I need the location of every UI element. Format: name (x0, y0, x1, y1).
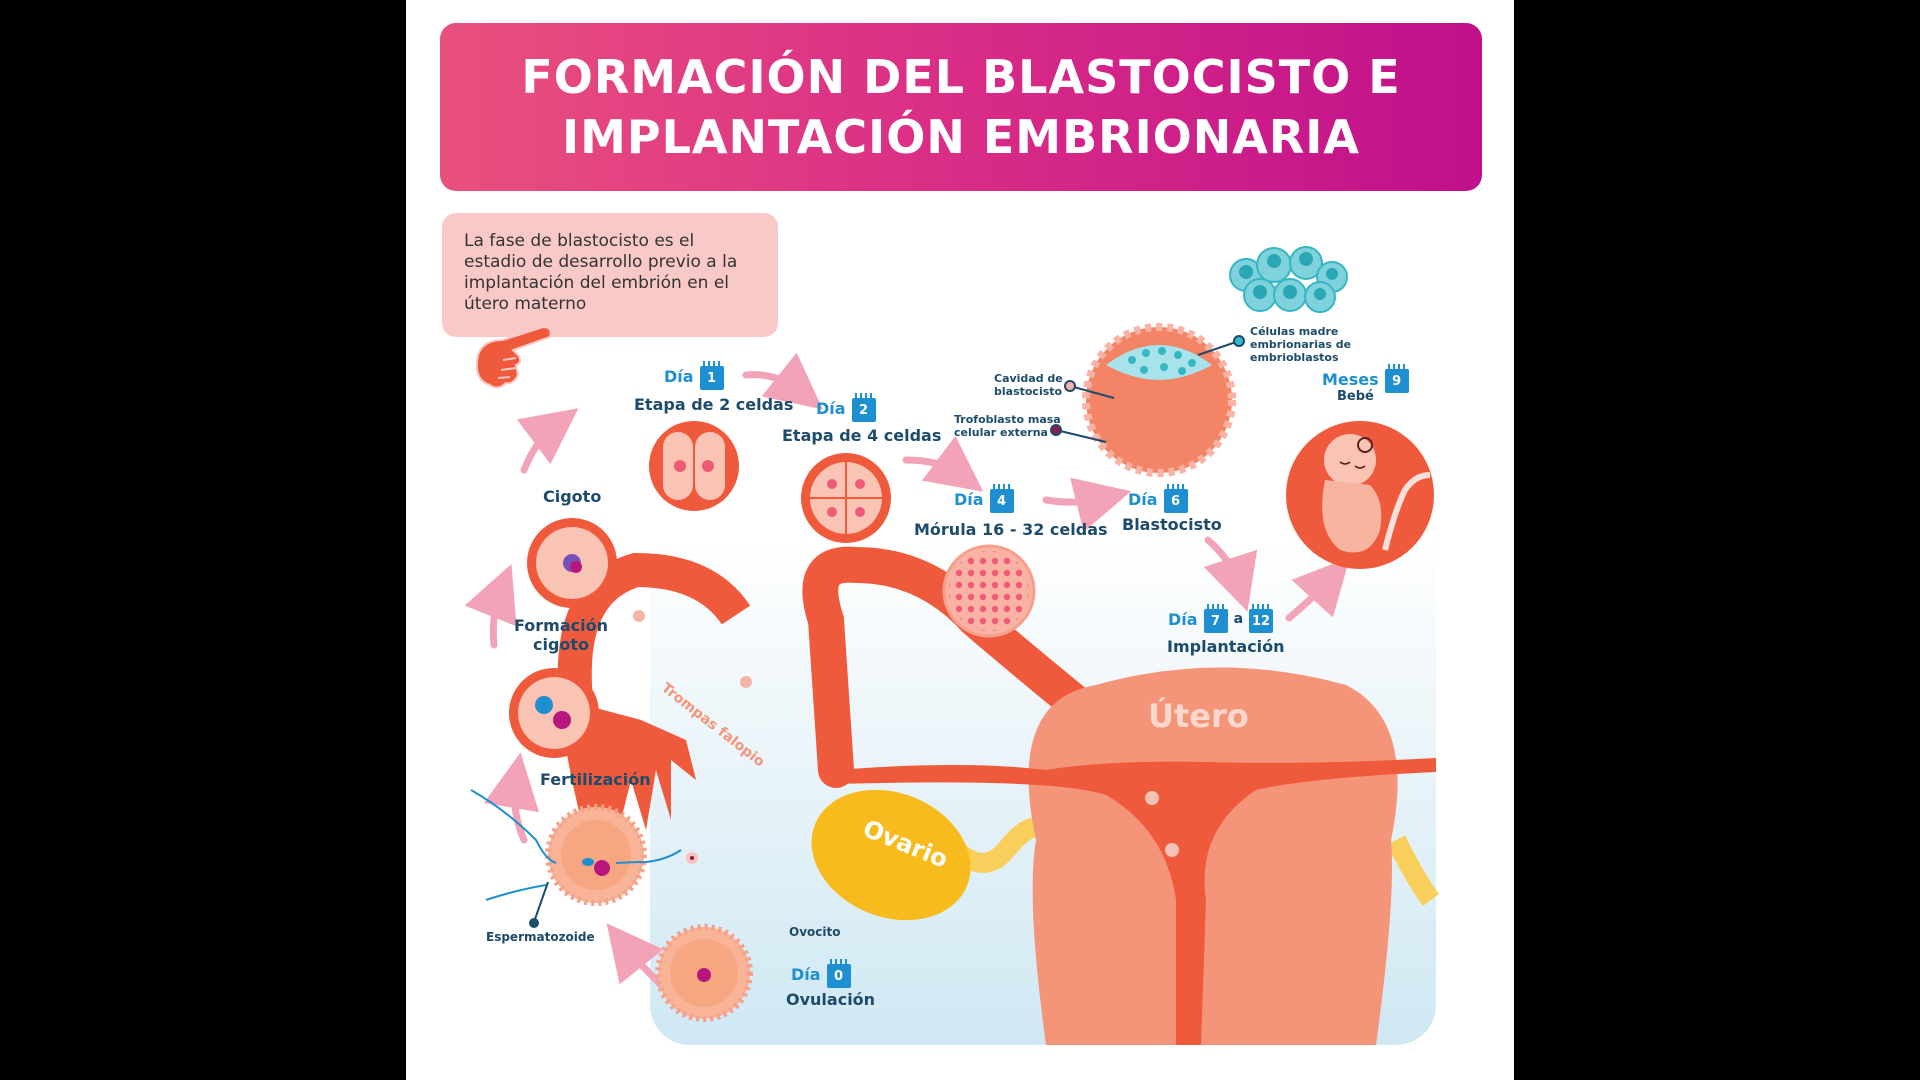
stage-label-4-celdas: Etapa de 4 celdas (782, 426, 942, 445)
cycle-arrows (464, 352, 1350, 989)
stage-label-bebe: Bebé (1337, 389, 1374, 404)
day-connector: a (1233, 611, 1244, 627)
sperm-icon (470, 789, 682, 928)
blastocyst-callout-lines (1050, 335, 1245, 443)
calendar-icon: 1 (699, 361, 724, 390)
month-9-badge: Meses 9 (1322, 364, 1409, 393)
month-prefix: Meses (1322, 369, 1379, 389)
stage-label-ovulacion: Ovulación (786, 990, 876, 1009)
stage-label-fertilizacion: Fertilización (540, 770, 651, 789)
zygote-cell (527, 518, 617, 608)
stage-label-2-celdas: Etapa de 2 celdas (634, 395, 794, 414)
calendar-icon: 12 (1249, 604, 1274, 633)
stage-label-blastocisto: Blastocisto (1122, 515, 1222, 534)
morula-cell (942, 544, 1036, 638)
calendar-icon: 2 (851, 393, 876, 422)
day-4-badge: Día 4 (954, 484, 1014, 513)
day-prefix: Día (1168, 609, 1198, 629)
calendar-icon: 4 (989, 484, 1014, 513)
calendar-icon: 9 (1384, 364, 1409, 393)
stage-label-implantacion: Implantación (1167, 637, 1285, 656)
title-line-1: FORMACIÓN DEL BLASTOCISTO E (521, 50, 1401, 104)
info-box: La fase de blastocisto es el estadio de … (442, 213, 778, 337)
day-1-badge: Día 1 (664, 361, 724, 390)
stage-label-formacion-cigoto: Formación cigoto (514, 616, 608, 654)
four-cell-embryo (801, 453, 891, 543)
two-cell-embryo (649, 421, 739, 511)
day-prefix: Día (664, 366, 694, 386)
info-text: La fase de blastocisto es el estadio de … (464, 231, 738, 314)
uterus-label: Útero (1148, 697, 1249, 735)
cavity-callout: Cavidad de blastocisto (994, 372, 1063, 398)
oocyte-cell (655, 924, 753, 1022)
day-6-badge: Día 6 (1128, 484, 1188, 513)
oocyte-callout: Ovocito (789, 925, 841, 939)
uterus-illustration (836, 667, 1436, 1045)
day-prefix: Día (954, 489, 984, 509)
pointing-hand-icon (475, 325, 552, 389)
blastocyst-cell (1082, 323, 1236, 477)
trophoblast-callout: Trofoblasto masa celular externa (954, 413, 1061, 439)
stage-label-cigoto: Cigoto (543, 487, 602, 506)
calendar-icon: 0 (826, 959, 851, 988)
stem-cells-callout: Células madre embrionarias de embrioblas… (1250, 325, 1352, 364)
day-0-badge: Día 0 (791, 959, 851, 988)
title-line-2: IMPLANTACIÓN EMBRIONARIA (561, 110, 1361, 164)
sperm-callout: Espermatozoide (486, 930, 595, 944)
zygote-formation-cell (509, 668, 599, 758)
stage-label-morula: Mórula 16 - 32 celdas (914, 520, 1108, 539)
calendar-icon: 6 (1163, 484, 1188, 513)
calendar-icon: 7 (1203, 604, 1228, 633)
day-prefix: Día (1128, 489, 1158, 509)
day-7-12-badge: Día 7 a 12 (1168, 604, 1274, 633)
stem-cells-cluster (1229, 246, 1348, 313)
fertilization-cell (545, 804, 647, 906)
day-prefix: Día (816, 398, 846, 418)
infographic-panel: FORMACIÓN DEL BLASTOCISTO E IMPLANTACIÓN… (406, 0, 1514, 1080)
baby-in-womb (1286, 421, 1434, 569)
day-2-badge: Día 2 (816, 393, 876, 422)
title-banner: FORMACIÓN DEL BLASTOCISTO E IMPLANTACIÓN… (440, 23, 1482, 191)
day-prefix: Día (791, 964, 821, 984)
